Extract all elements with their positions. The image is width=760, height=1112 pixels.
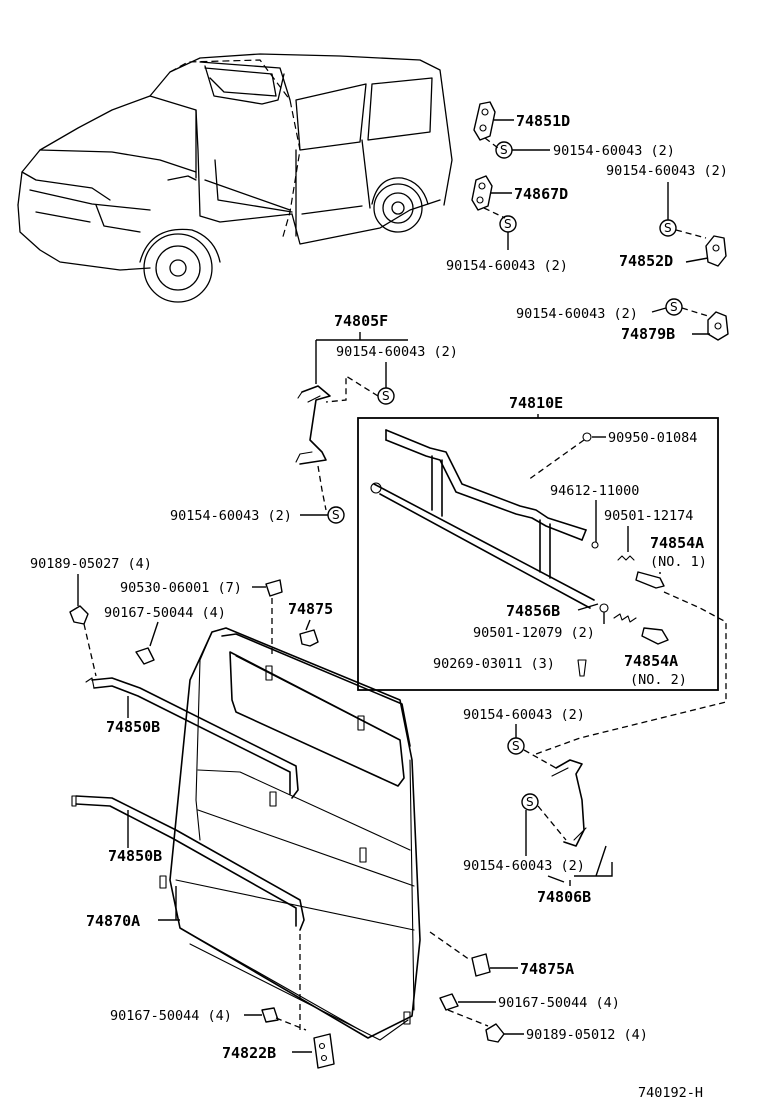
part-number-74867D: 74867D: [514, 185, 568, 203]
back-door-panel-74870A: 74870A: [86, 627, 421, 1041]
part-number-90154-60043-g: 90154-60043 (2): [463, 707, 585, 723]
screw-90167-50044-left-icon: [261, 1007, 279, 1023]
part-number-90189-05012: 90189-05012 (4): [526, 1027, 648, 1043]
bracket-74851D: [473, 101, 496, 141]
rod-74850B-upper: [91, 677, 299, 799]
handle-bar-upper: [385, 429, 587, 531]
rod-74850B-upper-group: 74850B: [85, 677, 299, 799]
part-number-74854A-no1-note: (NO. 1): [650, 554, 707, 570]
part-number-90530-06001: 90530-06001 (7): [120, 580, 242, 596]
part-number-90154-60043-a: 90154-60043 (2): [553, 143, 675, 159]
part-number-90154-60043-b: 90154-60043 (2): [606, 163, 728, 179]
pin-74854A-no2: [641, 627, 669, 645]
part-number-74879B: 74879B: [621, 325, 675, 343]
part-number-74806B: 74806B: [537, 888, 591, 906]
handle-bar-lower: [373, 483, 595, 601]
part-number-94612-11000: 94612-11000: [550, 483, 639, 499]
bracket-74851D-group: 74851D S 90154-60043 (2): [473, 101, 675, 159]
bracket-74875: [299, 629, 319, 647]
screw-marker-icon: [659, 219, 677, 237]
part-number-90950-01084: 90950-01084: [608, 430, 697, 446]
screw-90167-50044-icon: [135, 647, 155, 665]
rod-74850B-lower: [75, 795, 305, 931]
part-number-74805F: 74805F: [334, 312, 388, 330]
bracket-74867D: [471, 175, 493, 211]
part-number-90167-50044-b: 90167-50044 (4): [498, 995, 620, 1011]
bracket-74879B-group: 90154-60043 (2) S 74879B: [516, 298, 729, 343]
pin-74854A-no1: [635, 571, 665, 589]
rod-74850B-lower-group: 74850B: [71, 795, 305, 931]
bracket-74867D-group: 74867D S 90154-60043 (2): [446, 175, 568, 274]
part-number-90167-50044-c: 90167-50044 (4): [110, 1008, 232, 1024]
spring-icon: [613, 613, 637, 623]
clip-90189-05027-icon: [69, 605, 89, 625]
rod-74805F-group: 74805F 90154-60043 (2) S 90154-60043 (2)…: [170, 312, 458, 524]
part-number-74854A-no2-note: (NO. 2): [630, 672, 687, 688]
left-fasteners-group: 90189-05027 (4) 90530-06001 (7) 90167-50…: [30, 556, 333, 677]
part-number-90154-60043-f: 90154-60043 (2): [170, 508, 292, 524]
rod-74805F: [299, 385, 331, 465]
part-number-90154-60043-h: 90154-60043 (2): [463, 858, 585, 874]
part-number-74852D: 74852D: [619, 252, 673, 270]
bracket-74852D-group: 90154-60043 (2) S 74852D: [606, 163, 728, 270]
screw-marker-letter: S: [670, 300, 678, 314]
part-number-74854A-no2: 74854A: [624, 652, 678, 670]
screw-marker-letter: S: [332, 508, 340, 522]
part-number-90154-60043-c: 90154-60043 (2): [446, 258, 568, 274]
part-number-90154-60043-d: 90154-60043 (2): [516, 306, 638, 322]
part-number-90501-12079: 90501-12079 (2): [473, 625, 595, 641]
part-number-74822B: 74822B: [222, 1044, 276, 1062]
bracket-74822B: [313, 1033, 335, 1069]
part-number-74851D: 74851D: [516, 112, 570, 130]
bottom-fasteners-group: 74875A 90167-50044 (4) 90189-05012 (4) 9…: [110, 931, 648, 1069]
clip-icon: [582, 432, 592, 442]
screw-marker-icon: [327, 506, 345, 524]
spring-icon: [617, 555, 635, 561]
screw-marker-letter: S: [382, 389, 390, 403]
part-number-90189-05027: 90189-05027 (4): [30, 556, 152, 572]
screw-marker-icon: [507, 737, 525, 755]
part-number-74850B-lower: 74850B: [108, 847, 162, 865]
part-number-74850B-upper: 74850B: [106, 718, 160, 736]
part-number-74875: 74875: [288, 600, 333, 618]
screw-marker-icon: [521, 793, 539, 811]
part-number-90501-12174: 90501-12174: [604, 508, 693, 524]
assembly-box-frame: [357, 417, 719, 691]
rod-74806B-group: 90154-60043 (2) S S 90154-60043 (2) 7480…: [463, 707, 613, 906]
part-number-74854A-no1: 74854A: [650, 534, 704, 552]
part-number-74870A: 74870A: [86, 912, 140, 930]
part-number-90154-60043-e: 90154-60043 (2): [336, 344, 458, 360]
part-number-74810E: 74810E: [509, 394, 563, 412]
part-number-90167-50044-a: 90167-50044 (4): [104, 605, 226, 621]
screw-marker-letter: S: [500, 143, 508, 157]
screw-90167-50044-right-icon: [439, 993, 459, 1011]
assembly-74810E-box: 74810E 90950-01084 94612-11000 90501-121…: [357, 394, 719, 691]
vehicle-illustration: [17, 53, 453, 303]
part-number-90269-03011: 90269-03011 (3): [433, 656, 555, 672]
part-number-74875A: 74875A: [520, 960, 574, 978]
rod-74806B: [555, 759, 585, 847]
bracket-74879B: [707, 311, 729, 341]
screw-marker-letter: S: [664, 221, 672, 235]
clip-90189-05012-icon: [485, 1023, 505, 1043]
clip-90530-06001-icon: [265, 579, 283, 597]
figure-code: 740192-H: [638, 1085, 703, 1101]
bracket-74875A: [471, 953, 491, 977]
screw-marker-letter: S: [526, 795, 534, 809]
clip-icon: [577, 659, 587, 677]
part-number-74856B: 74856B: [506, 602, 560, 620]
screw-marker-letter: S: [504, 217, 512, 231]
screw-marker-icon: [665, 298, 683, 316]
screw-marker-letter: S: [512, 739, 520, 753]
